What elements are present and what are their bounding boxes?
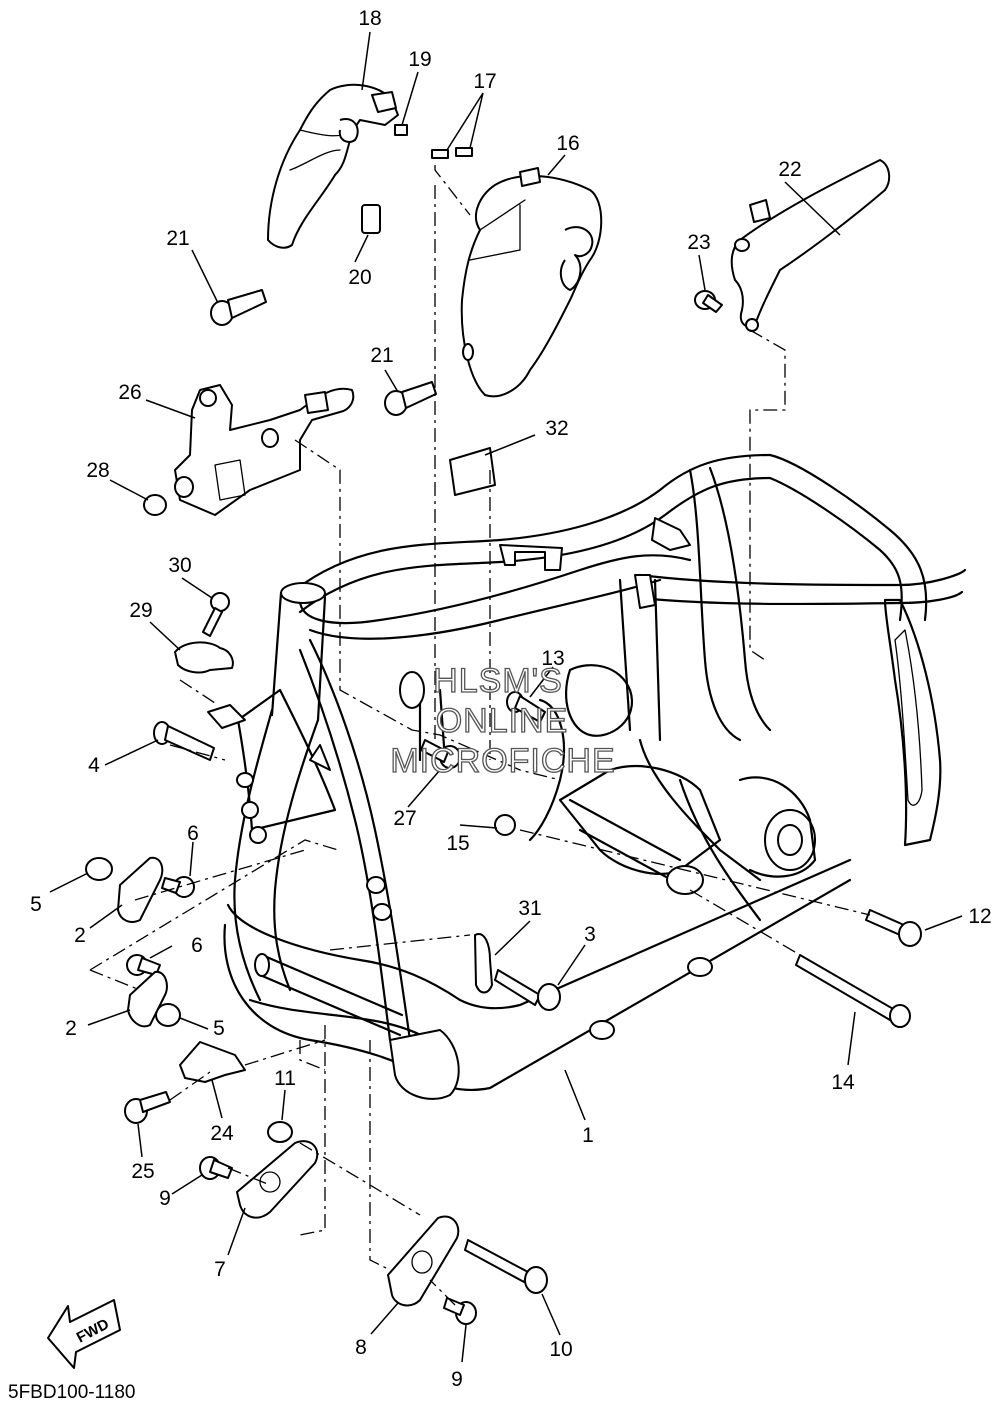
part-31-clamp — [474, 933, 493, 994]
part-7-plate — [236, 1140, 319, 1219]
callout-14: 14 — [831, 1071, 855, 1094]
callout-2-upper: 2 — [74, 924, 86, 947]
part-6-bolt-upper — [161, 876, 195, 898]
callout-28: 28 — [86, 459, 109, 482]
callout-30: 30 — [168, 554, 191, 577]
callout-6-upper: 6 — [187, 822, 199, 845]
diagram-code: 5FBD100-1180 — [8, 1382, 135, 1403]
callout-27: 27 — [393, 807, 416, 830]
callout-25: 25 — [131, 1160, 154, 1183]
callout-21-upper: 21 — [166, 227, 189, 250]
leader-lines — [49, 31, 963, 1363]
callout-6-lower: 6 — [191, 934, 203, 957]
callout-22: 22 — [778, 158, 801, 181]
callout-19: 19 — [408, 48, 431, 71]
callout-20: 20 — [348, 266, 371, 289]
part-5-washer-upper — [85, 857, 113, 881]
part-25-bolt — [124, 1091, 171, 1124]
callout-4: 4 — [88, 754, 100, 777]
callout-24: 24 — [210, 1122, 234, 1145]
assembly-lines — [89, 165, 871, 1306]
callout-1: 1 — [582, 1124, 594, 1147]
part-23-bolt — [694, 290, 723, 313]
frame-assembly — [207, 453, 967, 1100]
part-29-clamp — [174, 641, 234, 674]
part-12-bolt — [865, 909, 922, 947]
fwd-arrow-icon: FWD — [47, 1299, 121, 1369]
part-2-plate-upper — [117, 856, 164, 923]
part-3-bolt — [494, 969, 561, 1011]
part-32-label — [449, 447, 496, 496]
part-30-bolt — [202, 592, 230, 637]
part-28-grommet — [143, 494, 167, 516]
callout-29: 29 — [129, 599, 152, 622]
callout-11: 11 — [274, 1067, 296, 1090]
part-16-cover — [460, 167, 603, 398]
watermark-line-1: HLSM'S — [433, 662, 563, 700]
part-15-nut — [494, 814, 516, 836]
part-9-bolt-upper — [199, 1156, 233, 1180]
callout-16: 16 — [556, 132, 579, 155]
callout-31: 31 — [518, 897, 541, 920]
part-22-bracket — [730, 159, 891, 332]
callout-3: 3 — [584, 923, 596, 946]
part-13-bolt — [506, 691, 546, 723]
watermark: HLSM'S ONLINE MICROFICHE — [390, 661, 616, 780]
part-24-bracket — [179, 1041, 246, 1083]
callout-8: 8 — [355, 1336, 367, 1359]
watermark-line-2: ONLINE — [436, 702, 569, 740]
callout-21-lower: 21 — [370, 344, 393, 367]
callout-10: 10 — [549, 1338, 572, 1361]
part-14-bolt — [795, 954, 911, 1028]
part-21-bolt-upper — [210, 289, 267, 326]
callout-5-lower: 5 — [213, 1017, 225, 1040]
part-18-bracket — [267, 83, 399, 249]
callout-9-upper: 9 — [159, 1187, 171, 1210]
watermark-line-3: MICROFICHE — [390, 742, 615, 780]
part-9-bolt-lower — [443, 1297, 477, 1325]
callout-17: 17 — [473, 70, 496, 93]
part-4-bolt — [153, 721, 215, 761]
callout-13: 13 — [541, 647, 564, 670]
callout-2-lower: 2 — [65, 1017, 77, 1040]
part-27-bolt — [420, 739, 461, 769]
part-20-damper — [361, 204, 381, 234]
callout-7: 7 — [214, 1258, 226, 1281]
callout-32: 32 — [545, 417, 568, 440]
part-8-plate — [387, 1215, 460, 1307]
part-11-washer — [267, 1121, 293, 1143]
part-17-clips — [431, 147, 473, 159]
callout-labels: 18 19 17 16 22 23 21 20 21 26 32 28 30 2… — [30, 7, 992, 1391]
callout-23: 23 — [687, 231, 710, 254]
part-19-clip — [394, 124, 408, 136]
part-2-plate-lower — [127, 970, 168, 1028]
part-21-bolt-lower — [384, 381, 437, 416]
callout-15: 15 — [446, 832, 469, 855]
callout-26: 26 — [118, 381, 141, 404]
callout-12: 12 — [968, 905, 991, 928]
part-6-bolt-lower — [126, 954, 161, 976]
part-10-bolt — [464, 1239, 548, 1294]
callout-18: 18 — [358, 7, 381, 30]
part-26-bracket — [174, 384, 355, 516]
callout-9-lower: 9 — [451, 1368, 463, 1391]
callout-5-upper: 5 — [30, 893, 42, 916]
